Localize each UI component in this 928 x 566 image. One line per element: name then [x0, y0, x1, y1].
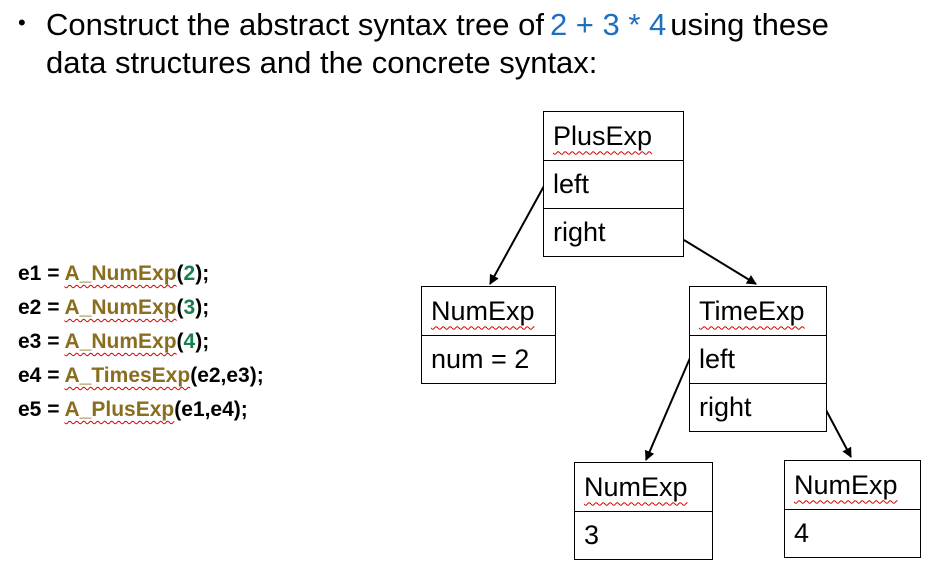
code-operator: = — [41, 296, 65, 319]
code-operator: = — [41, 364, 65, 387]
node-title: TimeExp — [699, 295, 805, 326]
code-variable: e2 — [18, 296, 42, 319]
code-block: e1 = A_NumExp(2); e2 = A_NumExp(3); e3 =… — [18, 257, 264, 427]
code-function: A_NumExp — [64, 262, 177, 285]
node-field-right: right — [690, 383, 826, 431]
code-paren-open: ( — [176, 262, 184, 285]
code-variable: e3 — [18, 330, 42, 353]
code-close: ); — [195, 296, 210, 319]
node-num-exp-2: NumExp num = 2 — [421, 286, 556, 384]
code-args: 2 — [183, 262, 196, 285]
code-function: A_PlusExp — [64, 398, 175, 421]
code-line: e4 = A_TimesExp(e2,e3); — [18, 359, 264, 393]
code-operator: = — [41, 330, 65, 353]
code-args: 3 — [183, 296, 196, 319]
code-function: A_NumExp — [64, 296, 177, 319]
node-field-num: num = 2 — [422, 335, 555, 383]
code-line: e1 = A_NumExp(2); — [18, 257, 264, 291]
code-args: e1,e4 — [181, 398, 234, 421]
node-field-value: 3 — [575, 511, 712, 559]
node-title: NumExp — [584, 471, 688, 502]
node-field-left: left — [544, 160, 683, 208]
code-paren-open: ( — [174, 398, 182, 421]
edge-plus-right — [683, 239, 757, 285]
code-paren-open: ( — [176, 296, 184, 319]
code-operator: = — [41, 262, 65, 285]
edge-plus-left — [489, 185, 545, 285]
code-variable: e4 — [18, 364, 42, 387]
node-time-exp: TimeExp left right — [689, 286, 827, 432]
heading-line-2: data structures and the concrete syntax: — [46, 45, 598, 80]
bullet-icon: • — [18, 10, 26, 35]
code-args: 4 — [183, 330, 196, 353]
node-field-left: left — [690, 335, 826, 383]
edge-times-left — [644, 357, 691, 461]
node-title: NumExp — [431, 295, 535, 326]
heading-text-before: Construct the abstract syntax tree of — [46, 7, 544, 42]
node-num-exp-3: NumExp 3 — [574, 462, 713, 560]
code-line: e2 = A_NumExp(3); — [18, 291, 264, 325]
code-variable: e5 — [18, 398, 42, 421]
code-line: e3 = A_NumExp(4); — [18, 325, 264, 359]
code-paren-open: ( — [190, 364, 198, 387]
code-paren-open: ( — [176, 330, 184, 353]
node-title: NumExp — [794, 469, 898, 500]
code-variable: e1 — [18, 262, 42, 285]
heading-text-after: using these — [670, 7, 829, 42]
heading-expression: 2 + 3 * 4 — [549, 7, 667, 42]
node-field-right: right — [544, 208, 683, 256]
code-line: e5 = A_PlusExp(e1,e4); — [18, 393, 264, 427]
code-function: A_TimesExp — [64, 364, 191, 387]
code-operator: = — [41, 398, 65, 421]
code-function: A_NumExp — [64, 330, 177, 353]
code-close: ); — [195, 330, 210, 353]
edge-times-right — [825, 409, 852, 458]
node-plus-exp: PlusExp left right — [543, 111, 684, 257]
code-close: ); — [233, 398, 248, 421]
code-args: e2,e3 — [197, 364, 250, 387]
code-close: ); — [195, 262, 210, 285]
node-num-exp-4: NumExp 4 — [784, 460, 921, 558]
code-close: ); — [249, 364, 264, 387]
node-field-value: 4 — [785, 509, 920, 557]
node-title: PlusExp — [553, 120, 653, 151]
